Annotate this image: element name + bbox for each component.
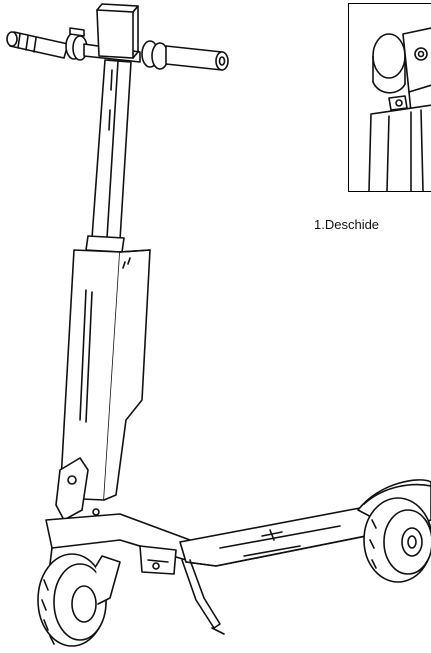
detail-inset xyxy=(348,3,431,192)
folding-clamp-detail xyxy=(368,27,431,191)
battery-housing xyxy=(59,249,151,501)
deck-underside xyxy=(139,545,177,575)
rear-wheel xyxy=(363,497,431,583)
right-grip xyxy=(165,45,229,71)
right-brake-clamp xyxy=(141,40,169,70)
upper-stem xyxy=(91,59,132,241)
folding-hinge xyxy=(55,457,100,521)
kickstand xyxy=(181,559,225,635)
figure-caption: 1.Deschide xyxy=(314,217,380,232)
left-grip xyxy=(6,31,69,59)
stem-top xyxy=(96,3,139,59)
front-wheel xyxy=(37,553,121,647)
